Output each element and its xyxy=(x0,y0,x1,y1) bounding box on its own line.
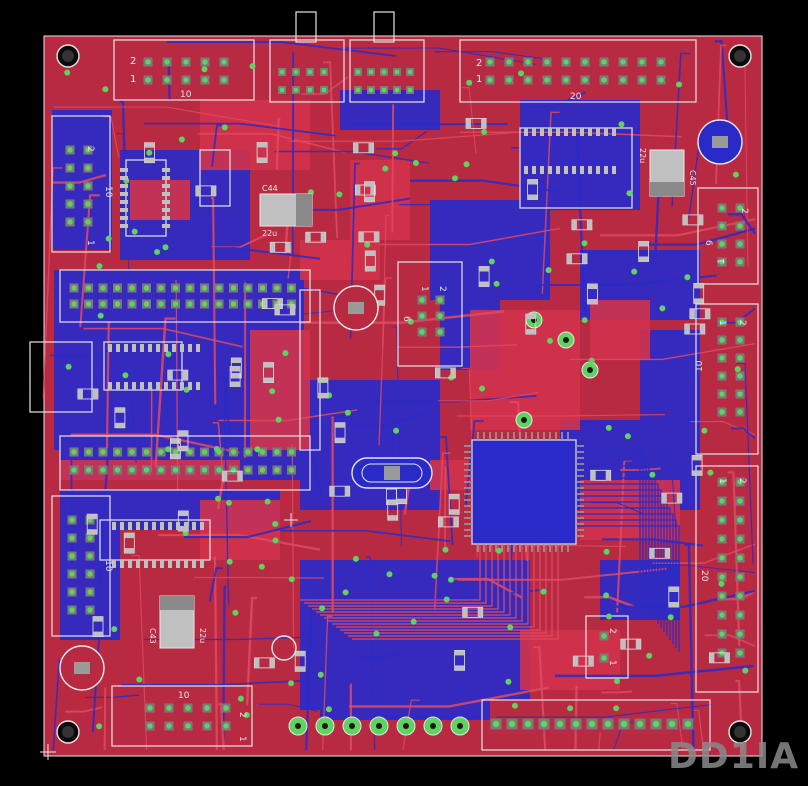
hdr-mid-pin2: 2 xyxy=(437,286,447,292)
hdr-right-top-pin1: 1 xyxy=(717,258,727,264)
hdr-mid-pin1: 1 xyxy=(419,286,429,292)
small-hdr-pin1: 1 xyxy=(607,660,617,666)
top-switches xyxy=(295,11,395,43)
smd-components xyxy=(77,118,730,672)
small-hdr-pin2: 2 xyxy=(607,628,617,634)
hdr-right-low-count: 20 xyxy=(699,570,709,582)
hdr-right-low-pin2: 2 xyxy=(737,478,747,484)
hdr-right-mid-pin2: 2 xyxy=(737,320,747,326)
hdr-top-right-count: 20 xyxy=(570,92,582,102)
hdr-left-pin1: 1 xyxy=(85,240,95,246)
vias xyxy=(64,63,749,730)
hdr-left-pin2: 2 xyxy=(85,146,95,152)
hdr-left-count: 10 xyxy=(103,186,113,198)
c43-capacitor: C43 22u xyxy=(148,595,207,649)
c43-value: 22u xyxy=(198,628,207,643)
hdr-bottom-count: 10 xyxy=(178,691,190,701)
crystal xyxy=(351,457,433,489)
hdr-top-left-pin1: 1 xyxy=(130,74,136,85)
hdr-top-right-pin2: 2 xyxy=(476,58,482,69)
led-bottom xyxy=(271,635,297,661)
round-buzzer-bottom-left xyxy=(59,645,105,691)
hdr-bottom-pin1: 1 xyxy=(237,736,247,742)
round-buzzer-mid xyxy=(333,285,379,331)
header-pads xyxy=(65,57,745,736)
hdr-top-left-count: 10 xyxy=(180,90,192,100)
qfp-microcontroller xyxy=(464,432,584,552)
component-outlines xyxy=(51,39,759,751)
usb-connector-outline xyxy=(29,341,93,413)
hdr-right-mid-count: 10 xyxy=(695,360,705,372)
hdr-right-mid-pin1: 1 xyxy=(717,320,727,326)
c44-capacitor: C44 22u xyxy=(259,184,313,238)
hdr-top-left-pin2: 2 xyxy=(130,56,136,67)
hdr-bottom-pin2: 2 xyxy=(237,712,247,718)
hdr-right-top-count: 6 xyxy=(703,240,713,246)
silkscreen-labels: 2 1 10 2 1 20 10 1 2 1 2 6 1 2 6 1 2 10 … xyxy=(85,56,749,742)
c44-label: C44 xyxy=(262,184,278,193)
hdr-left-low-count: 10 xyxy=(103,560,113,572)
round-buzzer-top-right xyxy=(697,119,743,165)
c43-label: C43 xyxy=(148,628,157,644)
hdr-mid-count: 6 xyxy=(401,316,411,322)
mounting-holes xyxy=(56,44,752,744)
c45-capacitor: C45 22u xyxy=(638,148,697,197)
c45-label: C45 xyxy=(688,170,697,186)
c45-value: 22u xyxy=(638,148,647,163)
hdr-right-top-pin2: 2 xyxy=(739,208,749,214)
origin-marks xyxy=(40,513,298,760)
c44-value: 22u xyxy=(262,229,277,238)
watermark: DD1IA xyxy=(668,736,799,777)
hdr-top-right-pin1: 1 xyxy=(476,74,482,85)
hdr-right-low-pin1: 1 xyxy=(717,478,727,484)
traces xyxy=(42,40,756,751)
